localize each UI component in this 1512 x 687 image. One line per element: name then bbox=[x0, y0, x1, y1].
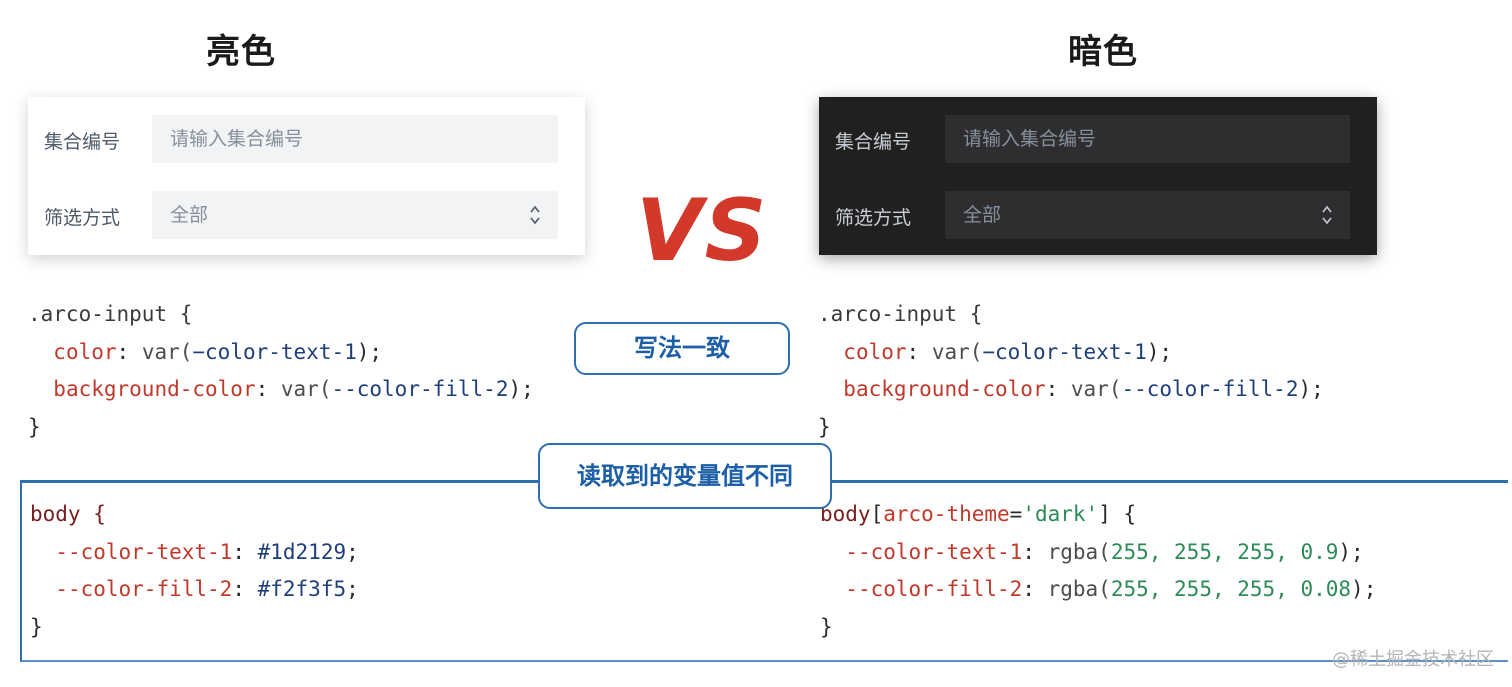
code-close-brace: } bbox=[28, 414, 41, 439]
different-values-callout: 读取到的变量值不同 bbox=[538, 443, 832, 509]
code-close-brace: } bbox=[820, 614, 833, 639]
code-selector-tag: body bbox=[820, 502, 871, 526]
code-variable: −color-text-1 bbox=[982, 339, 1147, 364]
code-value: #f2f3f5 bbox=[257, 577, 347, 601]
code-value: 255, 255, 255, 0.08 bbox=[1110, 577, 1352, 601]
dark-variables-css: body[arco-theme='dark'] { --color-text-1… bbox=[820, 502, 1377, 639]
code-variable-name: --color-text-1 bbox=[845, 539, 1023, 564]
code-variable-name: --color-fill-2 bbox=[845, 577, 1023, 601]
code-property: color bbox=[53, 339, 117, 364]
code-selector: body { bbox=[30, 502, 106, 526]
code-selector: .arco-input { bbox=[818, 302, 983, 326]
filter-label: 筛选方式 bbox=[44, 207, 121, 229]
light-input-css: .arco-input { color: var(−color-text-1);… bbox=[28, 302, 534, 439]
watermark: @稀土掘金技术社区 bbox=[1332, 649, 1494, 670]
code-variable-name: --color-fill-2 bbox=[55, 577, 233, 601]
code-function: var( bbox=[931, 339, 983, 364]
filter-select-value: 全部 bbox=[963, 204, 1002, 226]
light-theme-title: 亮色 bbox=[206, 32, 276, 72]
filter-select-value: 全部 bbox=[170, 204, 209, 226]
code-function: var( bbox=[1070, 377, 1122, 401]
collection-row: 集合编号 请输入集合编号 bbox=[819, 115, 1377, 163]
code-property: color bbox=[843, 339, 907, 364]
dark-theme-title: 暗色 bbox=[1068, 32, 1138, 72]
filter-row: 筛选方式 全部 bbox=[28, 191, 585, 239]
filter-select[interactable]: 全部 bbox=[945, 191, 1350, 239]
collection-label: 集合编号 bbox=[44, 131, 121, 153]
code-value: 255, 255, 255, 0.9 bbox=[1110, 539, 1339, 564]
code-function: rgba( bbox=[1047, 539, 1111, 564]
chevron-up-down-icon bbox=[1322, 205, 1332, 225]
code-variable: --color-fill-2 bbox=[1121, 377, 1299, 401]
vs-label: VS bbox=[636, 181, 769, 281]
code-function: rgba( bbox=[1047, 577, 1111, 601]
dark-form-panel: 集合编号 请输入集合编号 筛选方式 全部 bbox=[819, 97, 1377, 255]
collection-row: 集合编号 请输入集合编号 bbox=[28, 115, 585, 163]
code-selector-attr: arco-theme bbox=[883, 502, 1010, 526]
light-variables-css: body { --color-text-1: #1d2129; --color-… bbox=[30, 502, 359, 639]
code-variable: −color-text-1 bbox=[192, 339, 357, 364]
collection-input[interactable]: 请输入集合编号 bbox=[152, 115, 558, 163]
code-value: #1d2129 bbox=[257, 539, 347, 564]
filter-label: 筛选方式 bbox=[835, 207, 912, 229]
filter-row: 筛选方式 全部 bbox=[819, 191, 1377, 239]
collection-input[interactable]: 请输入集合编号 bbox=[945, 115, 1350, 163]
code-selector: .arco-input { bbox=[28, 302, 193, 326]
code-close-brace: } bbox=[30, 614, 43, 639]
code-variable-name: --color-text-1 bbox=[55, 539, 233, 564]
code-selector-value: 'dark' bbox=[1022, 502, 1099, 526]
light-form-panel: 集合编号 请输入集合编号 筛选方式 全部 bbox=[28, 97, 585, 255]
chevron-up-down-icon bbox=[530, 205, 540, 225]
code-close-brace: } bbox=[818, 414, 831, 439]
same-usage-callout: 写法一致 bbox=[574, 322, 790, 375]
code-property: background-color bbox=[53, 377, 256, 401]
code-function: var( bbox=[141, 339, 193, 364]
code-variable: --color-fill-2 bbox=[331, 377, 509, 401]
dark-input-css: .arco-input { color: var(−color-text-1);… bbox=[818, 302, 1324, 439]
code-function: var( bbox=[280, 377, 332, 401]
collection-label: 集合编号 bbox=[835, 131, 912, 153]
filter-select[interactable]: 全部 bbox=[152, 191, 558, 239]
code-property: background-color bbox=[843, 377, 1046, 401]
